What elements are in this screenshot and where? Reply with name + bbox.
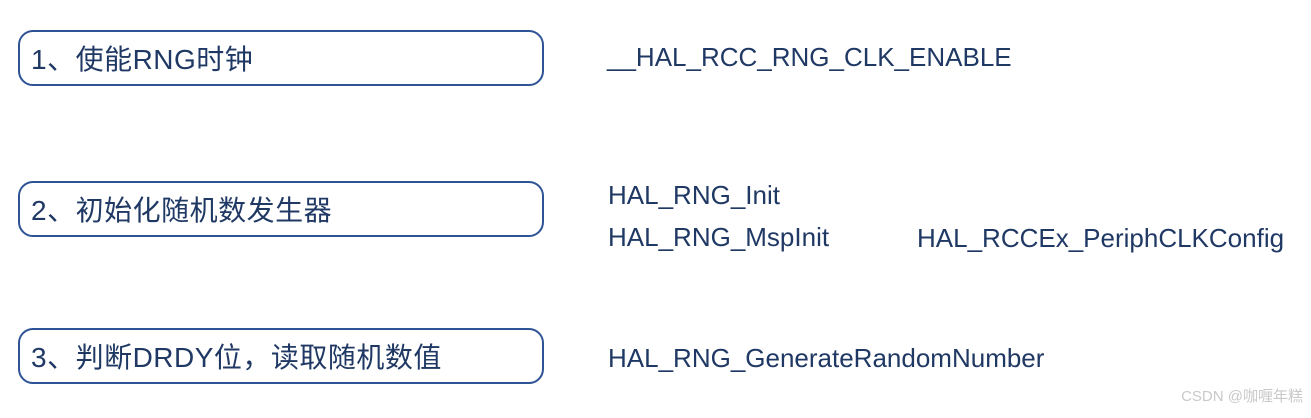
hal-func-generate-random-number: HAL_RNG_GenerateRandomNumber	[608, 343, 1045, 373]
hal-func-rng-init: HAL_RNG_Init	[608, 180, 780, 210]
hal-macro-rng-clk-enable: __HAL_RCC_RNG_CLK_ENABLE	[607, 42, 1012, 72]
step-label-read-random: 3、判断DRDY位，读取随机数值	[31, 342, 442, 373]
step-box-read-random: 3、判断DRDY位，读取随机数值	[18, 328, 544, 384]
step-box-enable-clock: 1、使能RNG时钟	[18, 30, 544, 86]
step-box-init-rng: 2、初始化随机数发生器	[18, 181, 544, 237]
step-label-enable-clock: 1、使能RNG时钟	[31, 44, 254, 75]
hal-func-rccex-periphclkconfig: HAL_RCCEx_PeriphCLKConfig	[917, 223, 1285, 253]
hal-func-rng-mspinit: HAL_RNG_MspInit	[608, 222, 830, 252]
step-label-init-rng: 2、初始化随机数发生器	[31, 195, 333, 226]
csdn-watermark: CSDN @咖喱年糕	[1181, 388, 1303, 405]
